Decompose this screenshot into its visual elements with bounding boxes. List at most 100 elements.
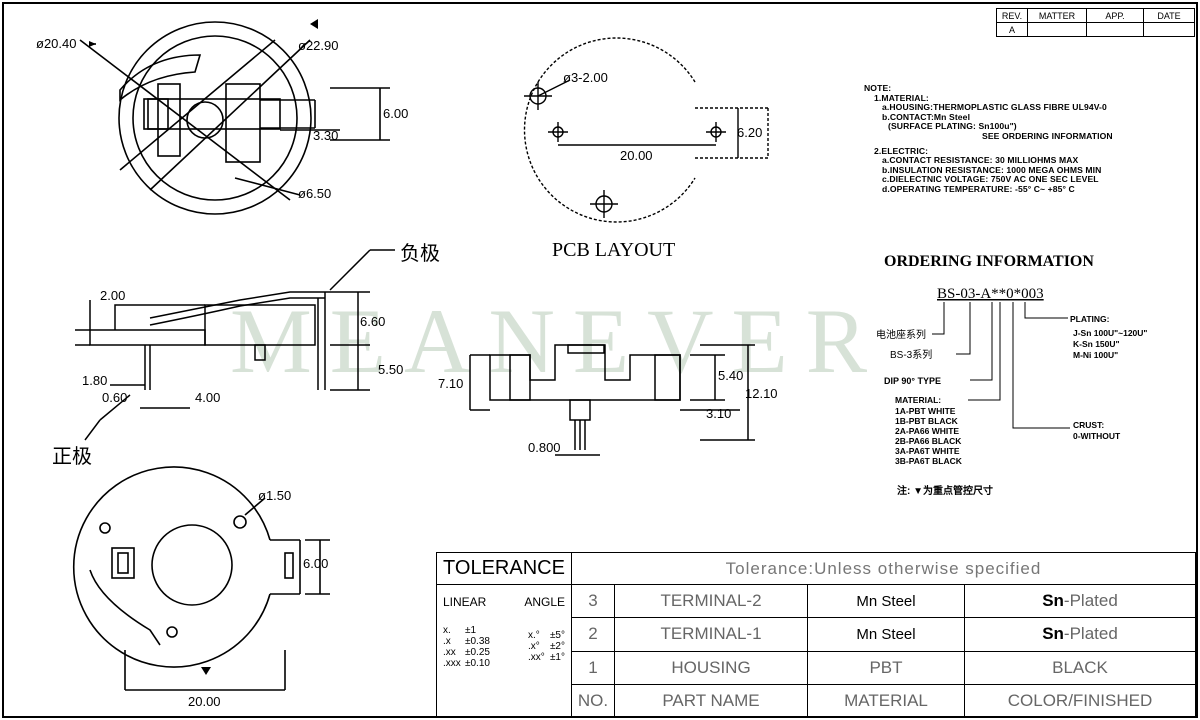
order-material-5: 3B-PA6T BLACK bbox=[895, 456, 963, 466]
order-material-1: 1B-PBT BLACK bbox=[895, 416, 959, 426]
label-negative: 负极 bbox=[400, 242, 440, 265]
dim-6-20: 6.20 bbox=[737, 125, 762, 140]
bottom-view bbox=[73, 466, 330, 691]
dim-d6-50: ø6.50 bbox=[298, 186, 331, 201]
angle-key: .xx° bbox=[527, 652, 545, 664]
notes-line: 1.MATERIAL: bbox=[874, 92, 929, 103]
tolerance-block: TOLERANCE Tolerance:Unless otherwise spe… bbox=[436, 551, 1196, 719]
rev-cell bbox=[1086, 22, 1144, 37]
dim-3-10: 3.10 bbox=[706, 406, 731, 421]
dim-6-00-top: 6.00 bbox=[383, 106, 408, 121]
order-plating-0: J-Sn 100U"~120U" bbox=[1073, 328, 1147, 338]
linear-key: .x bbox=[443, 636, 451, 648]
bom-no: 1 bbox=[571, 650, 615, 685]
notes-line: c.DIELECTNIC VOLTAGE: 750V AC ONE SEC LE… bbox=[882, 174, 1099, 185]
angle-val: ±2° bbox=[549, 641, 565, 653]
bom-header-color: COLOR/FINISHED bbox=[964, 683, 1196, 719]
dim-4-00: 4.00 bbox=[195, 390, 220, 405]
bom-part: HOUSING bbox=[614, 650, 808, 685]
order-material-3: 2B-PA66 BLACK bbox=[895, 436, 962, 446]
bom-material: Mn Steel bbox=[807, 617, 965, 652]
bom-no: 3 bbox=[571, 584, 615, 619]
bom-no: 2 bbox=[571, 617, 615, 652]
key-marker-icon bbox=[310, 19, 318, 29]
notes-line: a.CONTACT RESISTANCE: 30 MILLIOHMS MAX bbox=[882, 155, 1079, 166]
notes-line: d.OPERATING TEMPERATURE: -55° C~ +85° C bbox=[882, 183, 1075, 194]
linear-key: .xx bbox=[443, 647, 456, 659]
order-series-cn: 电池座系列 bbox=[876, 328, 926, 341]
bom-color: Sn-Plated bbox=[964, 617, 1196, 652]
bom-material: PBT bbox=[807, 650, 965, 685]
order-plating-1: K-Sn 150U" bbox=[1073, 339, 1120, 349]
dim-6-00-bottom: 6.00 bbox=[303, 556, 328, 571]
bom-header-no: NO. bbox=[571, 683, 615, 719]
dim-2-00: 2.00 bbox=[100, 288, 125, 303]
pcb-layout-title: PCB LAYOUT bbox=[552, 239, 675, 261]
order-series-bs3: BS-3系列 bbox=[890, 348, 932, 361]
notes-line: a.HOUSING:THERMOPLASTIC GLASS FIBRE UL94… bbox=[882, 102, 1107, 113]
notes-line: 2.ELECTRIC: bbox=[874, 145, 929, 156]
order-material-4: 3A-PA6T WHITE bbox=[895, 446, 960, 456]
order-dip: DIP 90° TYPE bbox=[884, 376, 941, 386]
dim-d20-40: ø20.40 bbox=[36, 36, 76, 51]
order-crust-title: CRUST: bbox=[1073, 420, 1104, 430]
bom-header-material: MATERIAL bbox=[807, 683, 965, 719]
dim-1-80: 1.80 bbox=[82, 373, 107, 388]
order-material-2: 2A-PA66 WHITE bbox=[895, 426, 959, 436]
dim-20-00-pcb: 20.00 bbox=[620, 148, 653, 163]
rev-header: MATTER bbox=[1027, 8, 1087, 23]
front-view bbox=[469, 344, 755, 456]
dim-d1-50: ø1.50 bbox=[258, 488, 291, 503]
rev-cell: A bbox=[996, 22, 1028, 37]
rev-header: REV. bbox=[996, 8, 1028, 23]
dim-7-10: 7.10 bbox=[438, 376, 463, 391]
bom-material: Mn Steel bbox=[807, 584, 965, 619]
linear-key: .xxx bbox=[443, 658, 461, 670]
dim-5-50: 5.50 bbox=[378, 362, 403, 377]
bom-color-rest: -Plated bbox=[1063, 591, 1118, 611]
order-material-title: MATERIAL: bbox=[895, 395, 941, 405]
revision-table: REV. MATTER APP. DATE A bbox=[996, 8, 1195, 37]
angle-label: ANGLE bbox=[524, 595, 565, 610]
dim-d3-2-00: ø3-2.00 bbox=[563, 70, 608, 85]
notes-line: (SURFACE PLATING: Sn100u") bbox=[888, 121, 1017, 132]
notes-line: SEE ORDERING INFORMATION bbox=[982, 130, 1113, 141]
dim-3-30: 3.30 bbox=[313, 128, 338, 143]
tolerance-subtitle: Tolerance:Unless otherwise specified bbox=[571, 551, 1196, 586]
dim-0-60: 0.60 bbox=[102, 390, 127, 405]
tolerance-title: TOLERANCE bbox=[436, 551, 572, 586]
dim-12-10: 12.10 bbox=[745, 386, 778, 401]
bom-color-rest: BLACK bbox=[1052, 657, 1108, 677]
bom-color: Sn-Plated bbox=[964, 584, 1196, 619]
ordering-code: BS-03-A**0*003 bbox=[937, 286, 1044, 302]
order-plating-2: M-Ni 100U" bbox=[1073, 350, 1118, 360]
bom-part: TERMINAL-2 bbox=[614, 584, 808, 619]
bom-color: BLACK bbox=[964, 650, 1196, 685]
notes-block: NOTE: 1.MATERIAL: a.HOUSING:THERMOPLASTI… bbox=[864, 83, 1113, 195]
angle-val: ±1° bbox=[549, 652, 565, 664]
side-view bbox=[75, 249, 395, 441]
linear-val: ±1 bbox=[465, 625, 477, 637]
notes-line: b.CONTACT:Mn Steel bbox=[882, 111, 971, 122]
top-view bbox=[79, 21, 390, 215]
bom-color-bold: Sn bbox=[1042, 624, 1064, 644]
dim-5-40: 5.40 bbox=[718, 368, 743, 383]
dim-6-60: 6.60 bbox=[360, 314, 385, 329]
bom-color-bold: Sn bbox=[1042, 591, 1064, 611]
rev-header: DATE bbox=[1143, 8, 1195, 23]
watermark: MEANEVER bbox=[230, 290, 885, 392]
rev-cell bbox=[1143, 22, 1195, 37]
dim-0-800: 0.800 bbox=[528, 440, 561, 455]
linear-key: x. bbox=[443, 625, 451, 637]
order-plating-title: PLATING: bbox=[1070, 314, 1110, 324]
linear-label: LINEAR bbox=[443, 595, 487, 610]
angle-val: ±5° bbox=[549, 630, 565, 642]
ordering-title: ORDERING INFORMATION bbox=[884, 253, 1094, 270]
order-crust: 0-WITHOUT bbox=[1073, 431, 1121, 441]
order-footnote: 注: ▼为重点管控尺寸 bbox=[897, 484, 993, 497]
linear-val: ±0.10 bbox=[465, 658, 490, 670]
bom-color-rest: -Plated bbox=[1063, 624, 1118, 644]
key-marker-icon bbox=[201, 667, 211, 675]
rev-header: APP. bbox=[1086, 8, 1144, 23]
